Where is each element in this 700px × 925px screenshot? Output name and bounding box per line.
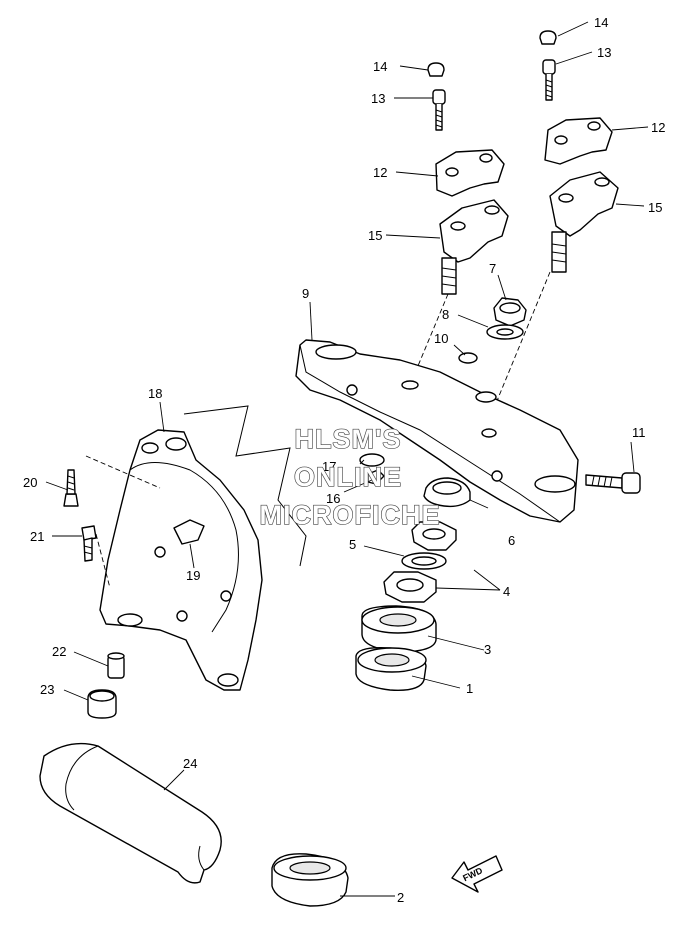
callout-5: 5 (349, 537, 356, 552)
part-17-grommet (359, 453, 385, 467)
part-4-ring-nut-upper (411, 521, 457, 551)
callout-1: 1 (466, 681, 473, 696)
part-15-left-lower-holder (439, 199, 509, 295)
leader-lines (45, 21, 649, 897)
callout-18: 18 (148, 386, 162, 401)
callout-2: 2 (397, 890, 404, 905)
callout-labels: 14 13 12 15 14 13 12 15 7 8 10 9 11 6 5 … (23, 15, 665, 905)
callout-14-right: 14 (594, 15, 608, 30)
watermark-line-3: MICROFICHE (260, 500, 441, 530)
callout-10: 10 (434, 331, 448, 346)
callout-23: 23 (40, 682, 54, 697)
callout-17: 17 (322, 459, 336, 474)
callout-11: 11 (632, 425, 646, 440)
part-21-bolt (81, 525, 97, 562)
part-15-right-lower-holder (549, 171, 619, 273)
part-11-bolt (585, 472, 641, 494)
callout-15-left: 15 (368, 228, 382, 243)
part-8-washer (486, 324, 524, 340)
callout-7: 7 (489, 261, 496, 276)
part-23-grommet (87, 689, 117, 719)
callout-8: 8 (442, 307, 449, 322)
callout-3: 3 (484, 642, 491, 657)
callout-21: 21 (30, 529, 44, 544)
part-16-collar (367, 469, 385, 485)
part-22-collar (107, 652, 125, 679)
callout-13-right: 13 (597, 45, 611, 60)
watermark: HLSM'S ONLINE MICROFICHE (259, 423, 441, 530)
part-18-headlight-bracket (99, 429, 263, 691)
part-20-bolt (63, 469, 79, 507)
part-13-right-bolt (542, 59, 556, 101)
part-1-bearing-race (355, 646, 427, 691)
part-9-upper-bracket (295, 339, 579, 523)
callout-16: 16 (326, 491, 340, 506)
part-7-nut (493, 297, 527, 327)
bolt-20-line (85, 455, 161, 489)
callout-9: 9 (302, 286, 309, 301)
part-2-bearing-race (271, 853, 349, 907)
callout-4: 4 (503, 584, 510, 599)
bolt-21-line (95, 533, 111, 589)
part-12-left-upper-holder (435, 149, 505, 197)
part-6-ring-nut (423, 477, 471, 508)
part-12-right-upper-holder (544, 117, 613, 165)
part-13-left-bolt (432, 89, 446, 131)
right-alignment-line (484, 271, 551, 431)
callout-20: 20 (23, 475, 37, 490)
part-10-washer (458, 352, 478, 364)
break-line (183, 405, 307, 567)
part-14-left-cap (427, 62, 445, 77)
part-14-right-cap (539, 30, 557, 45)
part-24-cover (39, 742, 222, 884)
callout-22: 22 (52, 644, 66, 659)
fwd-arrow: FWD (451, 855, 503, 893)
watermark-line-2: ONLINE (294, 462, 402, 492)
part-4-ring-nut-lower (383, 571, 437, 603)
callout-12-left: 12 (373, 165, 387, 180)
part-5-washer (401, 552, 447, 570)
callout-6: 6 (508, 533, 515, 548)
part-19-damper (173, 519, 205, 545)
watermark-line-1: HLSM'S (295, 424, 402, 454)
callout-14-left: 14 (373, 59, 387, 74)
callout-19: 19 (186, 568, 200, 583)
callout-12-right: 12 (651, 120, 665, 135)
part-3-bearing (361, 605, 437, 653)
callout-13-left: 13 (371, 91, 385, 106)
callout-15-right: 15 (648, 200, 662, 215)
callout-24: 24 (183, 756, 197, 771)
